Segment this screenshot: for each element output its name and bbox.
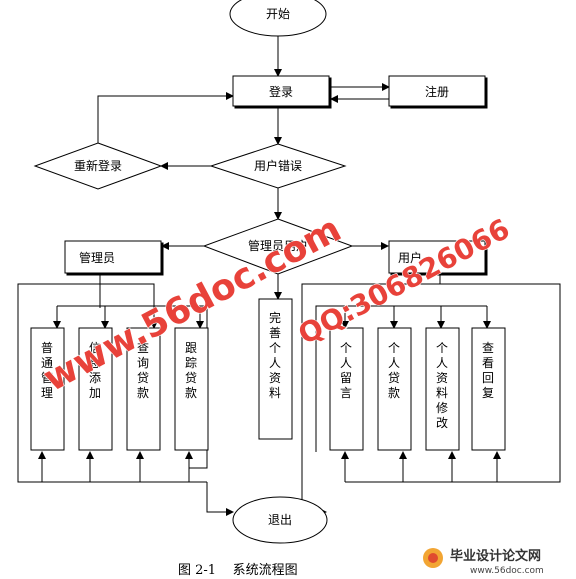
exit-node: 退出 (232, 496, 328, 544)
connectors (17, 36, 561, 516)
normal-manage-node: 普通管理 (30, 327, 65, 451)
login-label: 登录 (269, 84, 293, 99)
admin-node: 管理员 (64, 240, 162, 274)
register-node: 注册 (388, 75, 486, 107)
relogin-decision: 重新登录 (33, 142, 163, 190)
query-loan-node: 查询贷款 (126, 327, 161, 451)
user-node: 用户 (388, 240, 486, 274)
personal-message-node: 个人留言 (329, 327, 364, 451)
complete-profile-node: 完善个人资料 (258, 298, 293, 440)
track-loan-label: 跟踪贷款 (185, 341, 197, 400)
user-loop-inner (315, 305, 487, 452)
personal-loan-label: 个人贷款 (388, 341, 400, 400)
view-reply-label: 查看回复 (482, 341, 494, 400)
admin-label: 管理员 (79, 250, 115, 265)
user-label: 用户 (398, 250, 422, 265)
register-label: 注册 (425, 84, 449, 99)
modify-profile-node: 个人资料修改 (425, 327, 460, 451)
user-loop-outer (301, 283, 561, 500)
track-loan-node: 跟踪贷款 (174, 327, 209, 451)
login-node: 登录 (232, 75, 330, 107)
arrow-relogin-login (97, 92, 234, 143)
arrow-admin-exit (206, 482, 234, 516)
info-add-node: 信息添加 (78, 327, 113, 451)
personal-message-label: 个人留言 (340, 341, 352, 400)
info-add-label: 信息添加 (89, 341, 101, 400)
start-node: 开始 (229, 0, 327, 37)
logo-text: 毕业设计论文网 (450, 548, 541, 564)
logo-url: www.56doc.com (470, 566, 544, 576)
query-loan-label: 查询贷款 (137, 341, 149, 400)
role-label: 管理员用户 (248, 238, 308, 253)
role-decision: 管理员用户 (202, 218, 354, 275)
user-error-label: 用户错误 (254, 158, 302, 173)
user-error-decision: 用户错误 (209, 143, 347, 189)
site-logo: 毕业设计论文网 www.56doc.com (423, 548, 544, 576)
start-label: 开始 (266, 7, 290, 21)
normal-manage-label: 普通管理 (41, 341, 53, 400)
relogin-label: 重新登录 (74, 158, 122, 173)
modify-profile-label: 个人资料修改 (436, 341, 448, 430)
complete-profile-label: 完善个人资料 (269, 310, 281, 400)
figure-caption: 图 2-1 系统流程图 (178, 563, 298, 578)
personal-loan-node: 个人贷款 (377, 327, 412, 451)
view-reply-node: 查看回复 (471, 327, 506, 451)
exit-label: 退出 (268, 513, 292, 527)
